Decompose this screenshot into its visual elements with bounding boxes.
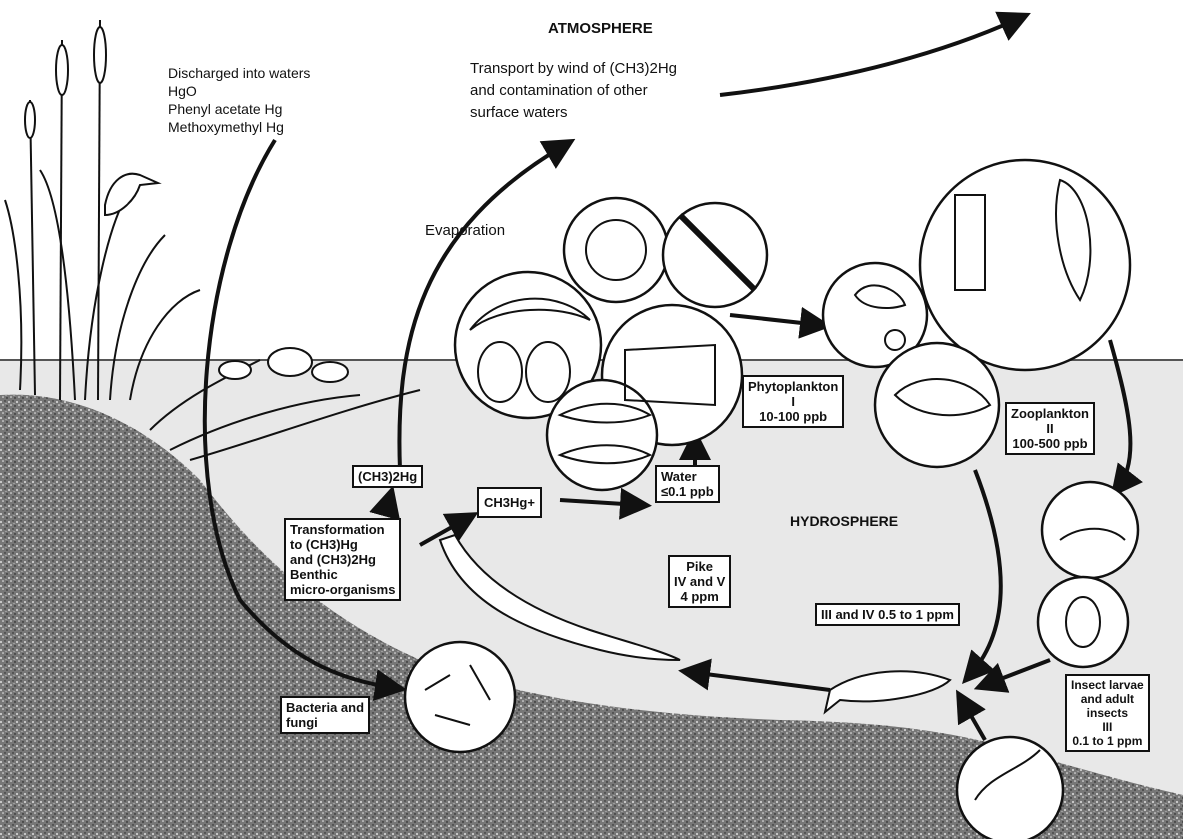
- insects-line-2: and adult: [1071, 692, 1144, 706]
- insects-line-3: insects: [1071, 706, 1144, 720]
- bird-illustration: [105, 174, 158, 215]
- navicula-circle: [547, 380, 657, 490]
- insects-line-1: Insect larvae: [1071, 678, 1144, 692]
- dimethyl-mercury-box: (CH3)2Hg: [352, 465, 423, 488]
- dimethyl-mercury-text: (CH3)2Hg: [358, 469, 417, 484]
- phytoplankton-line-1: Phytoplankton: [748, 379, 838, 394]
- pike-line-2: IV and V: [674, 574, 725, 589]
- zooplankton-line-2: II: [1011, 421, 1089, 436]
- evaporation-label: Evaporation: [425, 222, 505, 239]
- methylmercury-ion-box: CH3Hg+: [477, 487, 542, 518]
- water-box-line-2: ≤0.1 ppb: [661, 484, 714, 499]
- copepod-circle: [920, 160, 1130, 370]
- small-fish-text: III and IV 0.5 to 1 ppm: [821, 607, 954, 622]
- to-zooplankton-arrow: [730, 315, 820, 325]
- transformation-line-3: and (CH3)2Hg: [290, 552, 395, 567]
- discharge-line-4: Methoxymethyl Hg: [168, 119, 284, 136]
- bacteria-box: Bacteria and fungi: [280, 696, 370, 734]
- transformation-line-5: micro-organisms: [290, 582, 395, 597]
- transformation-box: Transformation to (CH3)Hg and (CH3)2Hg B…: [284, 518, 401, 601]
- insects-line-5: 0.1 to 1 ppm: [1071, 734, 1144, 748]
- pike-line-3: 4 ppm: [674, 589, 725, 604]
- water-box: Water ≤0.1 ppb: [655, 465, 720, 503]
- larva-circle: [1042, 482, 1138, 578]
- colony-circle: [564, 198, 668, 302]
- water-box-line-1: Water: [661, 469, 714, 484]
- bacteria-circle: [405, 642, 515, 752]
- phytoplankton-line-2: I: [748, 394, 838, 409]
- transformation-line-4: Benthic: [290, 567, 395, 582]
- insects-box: Insect larvae and adult insects III 0.1 …: [1065, 674, 1150, 752]
- phytoplankton-box: Phytoplankton I 10-100 ppb: [742, 375, 844, 428]
- atmosphere-title: ATMOSPHERE: [548, 20, 653, 37]
- methylmercury-ion-text: CH3Hg+: [484, 495, 535, 510]
- transport-line-3: surface waters: [470, 104, 568, 121]
- phytoplankton-line-3: 10-100 ppb: [748, 409, 838, 424]
- zooplankton-line-1: Zooplankton: [1011, 406, 1089, 421]
- discharge-line-2: HgO: [168, 83, 197, 100]
- transport-line-2: and contamination of other: [470, 82, 648, 99]
- pike-box: Pike IV and V 4 ppm: [668, 555, 731, 608]
- discharge-line-3: Phenyl acetate Hg: [168, 101, 282, 118]
- amphipod-circle: [875, 343, 999, 467]
- bacteria-line-2: fungi: [286, 715, 364, 730]
- insects-line-4: III: [1071, 720, 1144, 734]
- transformation-line-1: Transformation: [290, 522, 395, 537]
- worm-circle: [957, 737, 1063, 839]
- pike-line-1: Pike: [674, 559, 725, 574]
- beetle-circle: [1038, 577, 1128, 667]
- small-fish-box: III and IV 0.5 to 1 ppm: [815, 603, 960, 626]
- zooplankton-box: Zooplankton II 100-500 ppb: [1005, 402, 1095, 455]
- bacteria-line-1: Bacteria and: [286, 700, 364, 715]
- transport-arrow: [720, 18, 1020, 95]
- transport-line-1: Transport by wind of (CH3)2Hg: [470, 60, 677, 77]
- hydrosphere-label: HYDROSPHERE: [790, 513, 898, 530]
- zooplankton-line-3: 100-500 ppb: [1011, 436, 1089, 451]
- discharge-line-1: Discharged into waters: [168, 65, 310, 82]
- transformation-line-2: to (CH3)Hg: [290, 537, 395, 552]
- filament-circle: [663, 203, 767, 307]
